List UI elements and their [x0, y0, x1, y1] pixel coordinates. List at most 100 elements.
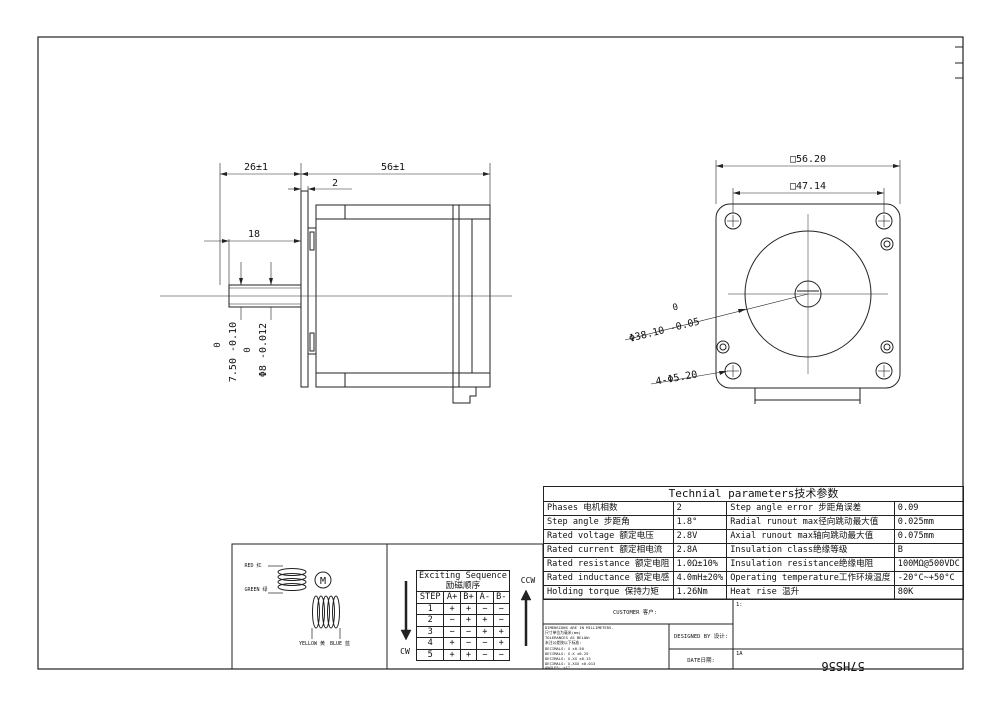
customer-label: CUSTOMER 客户: [613, 608, 657, 616]
sequence-cell: + [492, 625, 510, 638]
param-value: 2 [672, 501, 728, 516]
param-value: 100MΩ@500VDC [893, 557, 965, 572]
param-value: 80K [893, 585, 965, 600]
sequence-cell: − [476, 602, 494, 615]
dim-pilot-upper: 0 [672, 303, 680, 314]
rotation-arrows [400, 581, 532, 646]
param-value: 1.26Nm [672, 585, 728, 600]
svg-text:未注公差按以下标准:: 未注公差按以下标准: [545, 640, 581, 645]
sequence-header: A- [476, 591, 494, 604]
sequence-cell: − [492, 614, 510, 627]
param-label: Insulation resistance绝缘电阻 [726, 557, 895, 572]
sequence-header: STEP [415, 591, 445, 604]
param-value: 1.8° [672, 515, 728, 530]
sequence-cell: + [443, 637, 461, 650]
param-value: 1.0Ω±10% [672, 557, 728, 572]
side-view-arrowheads [220, 172, 490, 285]
cw-label: CW [400, 647, 410, 656]
param-label: Phases 电机相数 [543, 501, 674, 516]
sequence-cell: + [476, 614, 494, 627]
front-view-arrowheads [716, 164, 900, 375]
sequence-cell: + [459, 648, 478, 661]
param-label: Rated inductance 额定电感 [543, 571, 674, 586]
svg-text:ANGLES: ±1°: ANGLES: ±1° [545, 665, 570, 670]
dim-shaft-length: 26±1 [244, 162, 268, 173]
sequence-cell: + [476, 625, 494, 638]
wire-blue-label: BLUE 蓝 [330, 640, 350, 647]
front-view [624, 160, 901, 404]
param-value: 0.075mm [893, 529, 965, 544]
param-value: -20°C~+50°C [893, 571, 965, 586]
param-label: Step angle error 步距角误差 [726, 501, 895, 516]
sequence-cell: + [492, 637, 510, 650]
svg-text:DECIMALS: X.XX ±0.13: DECIMALS: X.XX ±0.13 [545, 656, 591, 661]
param-label: Operating temperature工作环境温度 [726, 571, 895, 586]
right-edge-ticks [955, 46, 963, 79]
param-label: Radial runout max径向跳动最大值 [726, 515, 895, 530]
param-value: 4.0mH±20% [672, 571, 728, 586]
sequence-cell: 3 [415, 625, 445, 638]
sequence-cell: + [459, 614, 478, 627]
sequence-row: 5++−− [415, 648, 510, 661]
ccw-label: CCW [521, 576, 536, 585]
dim-flange: 2 [332, 178, 338, 189]
model-number: 57HS56 [821, 659, 864, 673]
param-label: Insulation class绝缘等级 [726, 543, 895, 558]
param-label: Rated current 额定相电流 [543, 543, 674, 558]
sequence-cell: − [492, 648, 510, 661]
sequence-cell: 2 [415, 614, 445, 627]
param-value: 2.8A [672, 543, 728, 558]
sequence-cell: 4 [415, 637, 445, 650]
wire-green-label: GREEN 绿 [244, 586, 267, 593]
wire-red-label: RED 红 [244, 562, 261, 569]
motor-symbol-circle [314, 571, 332, 589]
svg-text:尺寸单位为毫米(mm): 尺寸单位为毫米(mm) [545, 630, 581, 635]
sequence-cell: 5 [415, 648, 445, 661]
param-value: 0.025mm [893, 515, 965, 530]
dim-flat-length: 18 [248, 229, 260, 240]
param-value: 0.09 [893, 501, 965, 516]
wire-yellow-label: YELLOW 黄 [299, 640, 325, 647]
motor-symbol: M [320, 576, 326, 587]
param-label: Axial runout max轴向跳动最大值 [726, 529, 895, 544]
sequence-header: A+ [443, 591, 461, 604]
svg-text:DECIMALS: X ±0.50: DECIMALS: X ±0.50 [545, 646, 585, 651]
date-label: DATE日期: [687, 657, 715, 664]
dim-flat-dia-upper: 0 [213, 342, 223, 347]
svg-text:TOLERANCES AS BELOW:: TOLERANCES AS BELOW: [545, 635, 591, 640]
sequence-cell: − [492, 602, 510, 615]
sequence-cell: − [459, 637, 478, 650]
param-label: Holding torque 保持力矩 [543, 585, 674, 600]
dim-holes: 4-Φ5.20 [655, 369, 698, 387]
param-label: Rated voltage 额定电压 [543, 529, 674, 544]
sequence-row: 3−−++ [415, 625, 510, 638]
dim-hole-square: □47.14 [790, 181, 826, 192]
dim-flat-dia-lower: 7.50 -0.10 [228, 322, 239, 382]
sequence-cell: − [443, 614, 461, 627]
sequence-title: Exciting Sequence 励磁顺序 [416, 570, 510, 592]
designed-by-label: DESIGNED BY 设计: [674, 632, 728, 640]
sequence-cell: 1 [415, 602, 445, 615]
sequence-header: B- [492, 591, 510, 604]
sequence-row: 4+−−+ [415, 637, 510, 650]
param-value: 2.8V [672, 529, 728, 544]
sequence-row: 2−++− [415, 614, 510, 627]
side-view [160, 163, 512, 404]
param-value: B [893, 543, 965, 558]
sequence-row: 1++−− [415, 602, 510, 615]
sequence-header: B+ [459, 591, 478, 604]
tolerance-notes: DIMENSIONS ARE IN MILLIMETERS. 尺寸单位为毫米(m… [545, 625, 614, 670]
dim-body-length: 56±1 [381, 162, 405, 173]
table-title: Technial parameters技术参数 [543, 486, 964, 502]
param-label: Rated resistance 额定电阻 [543, 557, 674, 572]
param-label: Step angle 步距角 [543, 515, 674, 530]
param-label: Heat rise 温升 [726, 585, 895, 600]
title-block [542, 598, 964, 670]
